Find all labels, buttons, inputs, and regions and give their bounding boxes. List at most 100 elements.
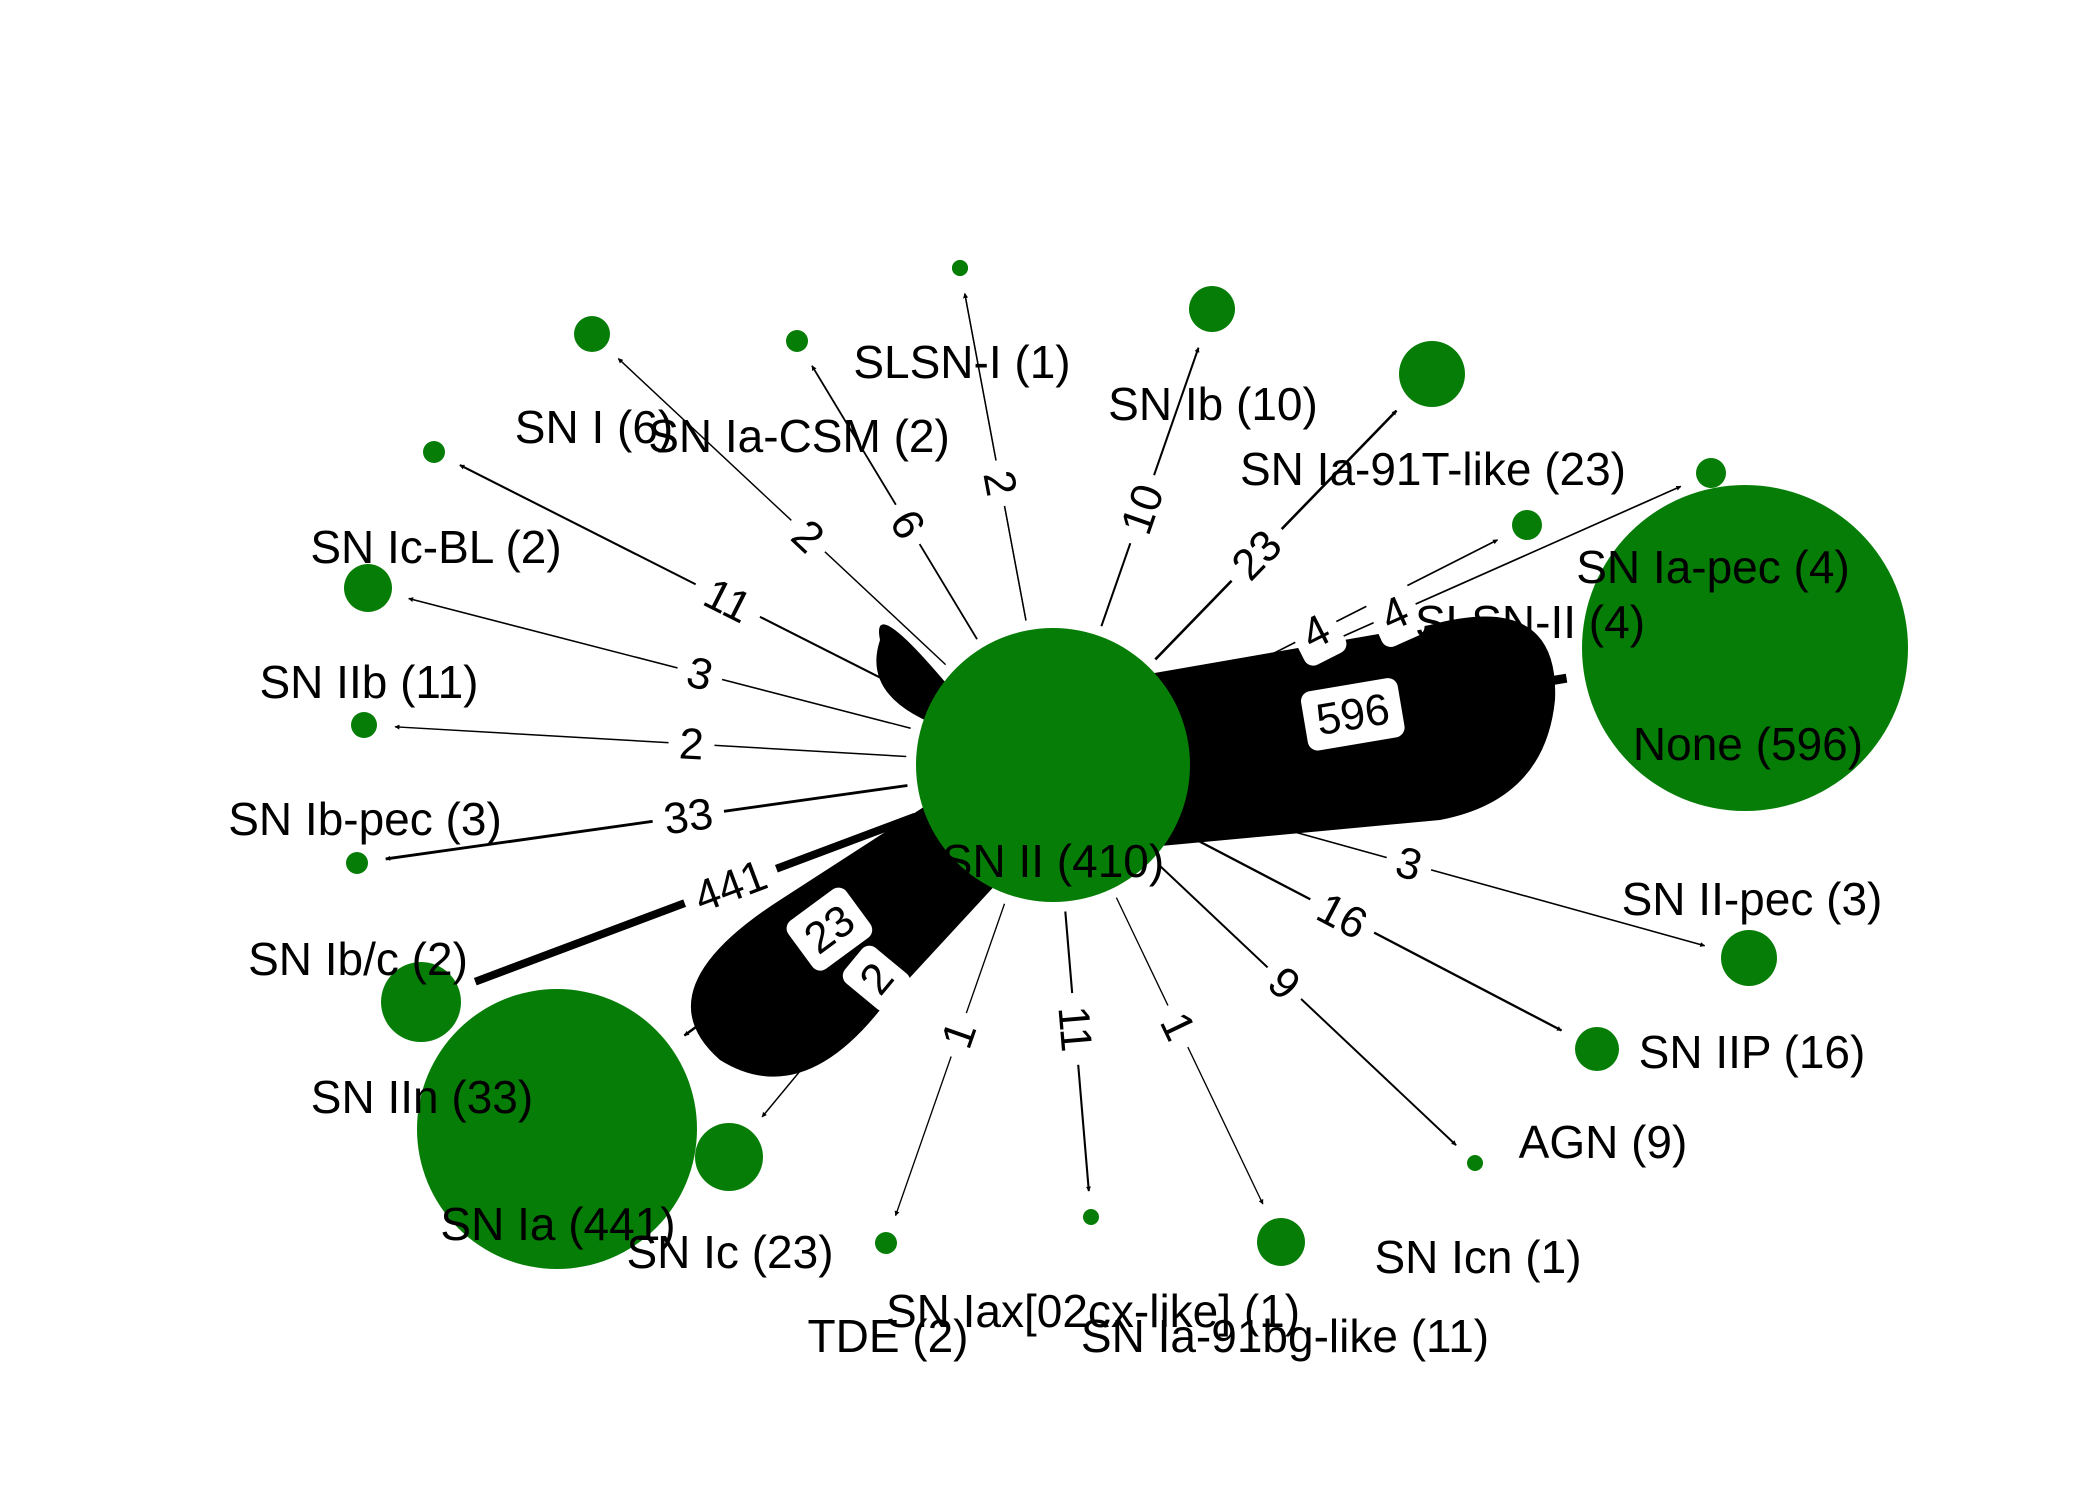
edge-label-sn-ib: 10 bbox=[1104, 468, 1180, 551]
edge-label-sn-iax: 1 bbox=[925, 1005, 992, 1064]
edge-sn-ia-pec bbox=[1187, 485, 1682, 707]
node-label-sn-iax: SN Iax[02cx-like] (1) bbox=[886, 1285, 1300, 1337]
node-sn-ia-91t-like[interactable] bbox=[1399, 341, 1465, 407]
edge-label-box bbox=[685, 561, 771, 641]
node-sn-ia[interactable] bbox=[381, 962, 461, 1042]
node-sn-ic-bl[interactable] bbox=[574, 316, 610, 352]
node-label-sn-i: SN I (6) bbox=[515, 401, 673, 453]
node-sn-ia-csm[interactable] bbox=[952, 260, 968, 276]
node-agn[interactable] bbox=[1467, 1155, 1483, 1171]
edge-sn-ib-pec bbox=[408, 597, 911, 729]
node-sn-ib-c[interactable] bbox=[351, 712, 377, 738]
edge-label-sn-ic-bl: 2 bbox=[774, 502, 842, 570]
edge-label-box bbox=[968, 456, 1033, 510]
edge-label-box bbox=[786, 887, 873, 971]
node-sn-iax[interactable] bbox=[875, 1232, 897, 1254]
edge-label-sn-ia-csm: 2 bbox=[968, 456, 1033, 510]
edge-label-sn-ic: 23 bbox=[786, 887, 873, 971]
edge-label-sn-iin: 33 bbox=[649, 782, 727, 850]
edge-label-box bbox=[649, 782, 727, 850]
edge-label-sn-icn: 1 bbox=[1144, 995, 1212, 1057]
node-sn-ii-pec[interactable] bbox=[1721, 930, 1777, 986]
node-sn-ib-pec[interactable] bbox=[344, 564, 392, 612]
node-label-sn-ii: SN II (410) bbox=[942, 835, 1164, 887]
edge-slsn-ii bbox=[1183, 539, 1499, 700]
edge-sn-ib-c bbox=[394, 724, 907, 758]
edge-label-box bbox=[1364, 579, 1425, 647]
node-label-sn-ib: SN Ib (10) bbox=[1108, 378, 1318, 430]
edge-label-box bbox=[873, 492, 942, 556]
node-labels-layer: SLSN-I (1)SN Ib (10)SN Ia-91T-like (23)S… bbox=[228, 336, 1882, 1362]
edge-label-agn: 9 bbox=[1251, 949, 1318, 1017]
node-label-sn-ia-91bg-like: SN Ia-91bg-like (11) bbox=[1081, 1310, 1489, 1362]
edge-label-box bbox=[1144, 995, 1212, 1057]
node-label-sn-ia: SN Ia (441) bbox=[440, 1198, 675, 1250]
node-label-sn-ib-pec: SN Ib-pec (3) bbox=[228, 793, 502, 845]
edge-label-sn-ib-pec: 3 bbox=[672, 641, 728, 707]
nodes-layer bbox=[344, 260, 1908, 1269]
node-label-sn-icn: SN Icn (1) bbox=[1374, 1231, 1581, 1283]
node-label-tde: TDE (2) bbox=[808, 1310, 969, 1362]
node-label-sn-ii-pec: SN II-pec (3) bbox=[1622, 873, 1883, 925]
edge-sn-ii-pec bbox=[1194, 803, 1706, 947]
edge-label-sn-ia-pec: 4 bbox=[1364, 579, 1425, 647]
node-label-slsn-ii: SLSN-II (4) bbox=[1415, 596, 1645, 648]
node-label-sn-iib: SN IIb (11) bbox=[260, 656, 479, 708]
edge-label-box bbox=[1214, 512, 1300, 598]
edge-sn-ic-bl bbox=[617, 358, 947, 666]
edge-sn-iib bbox=[459, 464, 923, 700]
node-label-sn-ic-bl: SN Ic-BL (2) bbox=[310, 521, 561, 573]
edge-label-box bbox=[1381, 830, 1437, 897]
edge-tde bbox=[761, 877, 960, 1118]
node-label-slsn-i: SLSN-I (1) bbox=[853, 336, 1070, 388]
node-sn-icn[interactable] bbox=[1257, 1218, 1305, 1266]
edge-label-box bbox=[676, 843, 785, 929]
edge-sn-ia-csm bbox=[963, 293, 1027, 621]
node-sn-ii[interactable] bbox=[916, 628, 1190, 902]
edge-label-box bbox=[842, 945, 911, 1012]
edge-label-box bbox=[925, 1005, 992, 1064]
node-sn-ia-pec[interactable] bbox=[1696, 458, 1726, 488]
edge-label-box bbox=[774, 502, 842, 570]
edge-label-sn-ia-91bg-like: 11 bbox=[1043, 991, 1108, 1067]
node-label-sn-iin: SN IIn (33) bbox=[311, 1071, 533, 1123]
node-sn-ic[interactable] bbox=[417, 989, 697, 1269]
edge-label-sn-i: 6 bbox=[873, 492, 942, 556]
node-sn-ib[interactable] bbox=[1189, 286, 1235, 332]
node-label-sn-ia-pec: SN Ia-pec (4) bbox=[1576, 541, 1850, 593]
edge-label-box bbox=[667, 713, 716, 775]
edge-label-box bbox=[1043, 991, 1108, 1067]
edge-label-slsn-ii: 4 bbox=[1285, 598, 1347, 666]
node-label-sn-ib-c: SN Ib/c (2) bbox=[248, 933, 468, 985]
node-label-agn: AGN (9) bbox=[1519, 1116, 1688, 1168]
edge-label-sn-ii-pec: 3 bbox=[1381, 830, 1437, 897]
edge-label-sn-iib: 11 bbox=[685, 561, 771, 641]
node-label-sn-ia-csm: SN Ia-CSM (2) bbox=[648, 410, 950, 462]
node-sn-iin[interactable] bbox=[346, 852, 368, 874]
node-sn-iip[interactable] bbox=[1575, 1027, 1619, 1071]
edge-label-box bbox=[1301, 678, 1405, 751]
edge-label-sn-iip: 16 bbox=[1299, 876, 1385, 956]
edge-label-text: 2 bbox=[678, 719, 705, 769]
node-sn-iib[interactable] bbox=[423, 441, 445, 463]
edge-label-text: 11 bbox=[1048, 1004, 1101, 1054]
node-tde[interactable] bbox=[695, 1123, 763, 1191]
node-none[interactable] bbox=[1582, 485, 1908, 811]
edge-label-text: 33 bbox=[661, 789, 716, 844]
edge-sn-iax bbox=[894, 903, 1006, 1217]
node-label-sn-iip: SN IIP (16) bbox=[1639, 1026, 1866, 1078]
edge-label-none: 596 bbox=[1301, 678, 1405, 751]
node-sn-i[interactable] bbox=[786, 330, 808, 352]
edge-sn-i bbox=[811, 365, 978, 640]
edge-agn bbox=[1159, 865, 1457, 1146]
edge-label-text: 596 bbox=[1313, 685, 1394, 746]
edge-label-box bbox=[1104, 468, 1180, 551]
node-sn-ia-91bg-like[interactable] bbox=[1083, 1209, 1099, 1225]
edge-label-box bbox=[1285, 598, 1347, 666]
edge-label-box bbox=[672, 641, 728, 707]
node-label-sn-ic: SN Ic (23) bbox=[626, 1226, 833, 1278]
node-slsn-ii[interactable] bbox=[1512, 510, 1542, 540]
node-label-none: None (596) bbox=[1633, 718, 1863, 770]
edge-label-box bbox=[1299, 876, 1385, 956]
